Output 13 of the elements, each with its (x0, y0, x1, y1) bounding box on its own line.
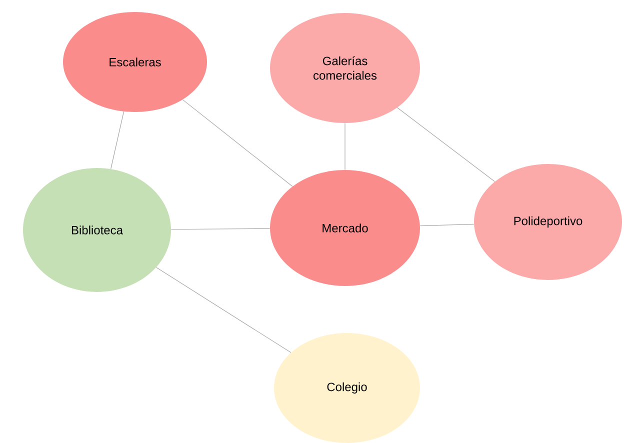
connector-line (420, 224, 474, 226)
connector-line (170, 228, 270, 230)
connector-line (182, 99, 293, 187)
connector-line (110, 111, 124, 170)
connector-line (397, 107, 495, 182)
ellipse-node: Escaleras (63, 12, 207, 112)
connector-line (344, 122, 346, 170)
connector-line (156, 267, 292, 353)
ellipse-node: Colegio (274, 332, 420, 443)
ellipse-node: Galerías comerciales (270, 13, 420, 123)
ellipse-node: Mercado (270, 170, 420, 286)
ellipse-node: Biblioteca (23, 168, 171, 292)
ellipse-node: Polideportivo (474, 164, 622, 280)
